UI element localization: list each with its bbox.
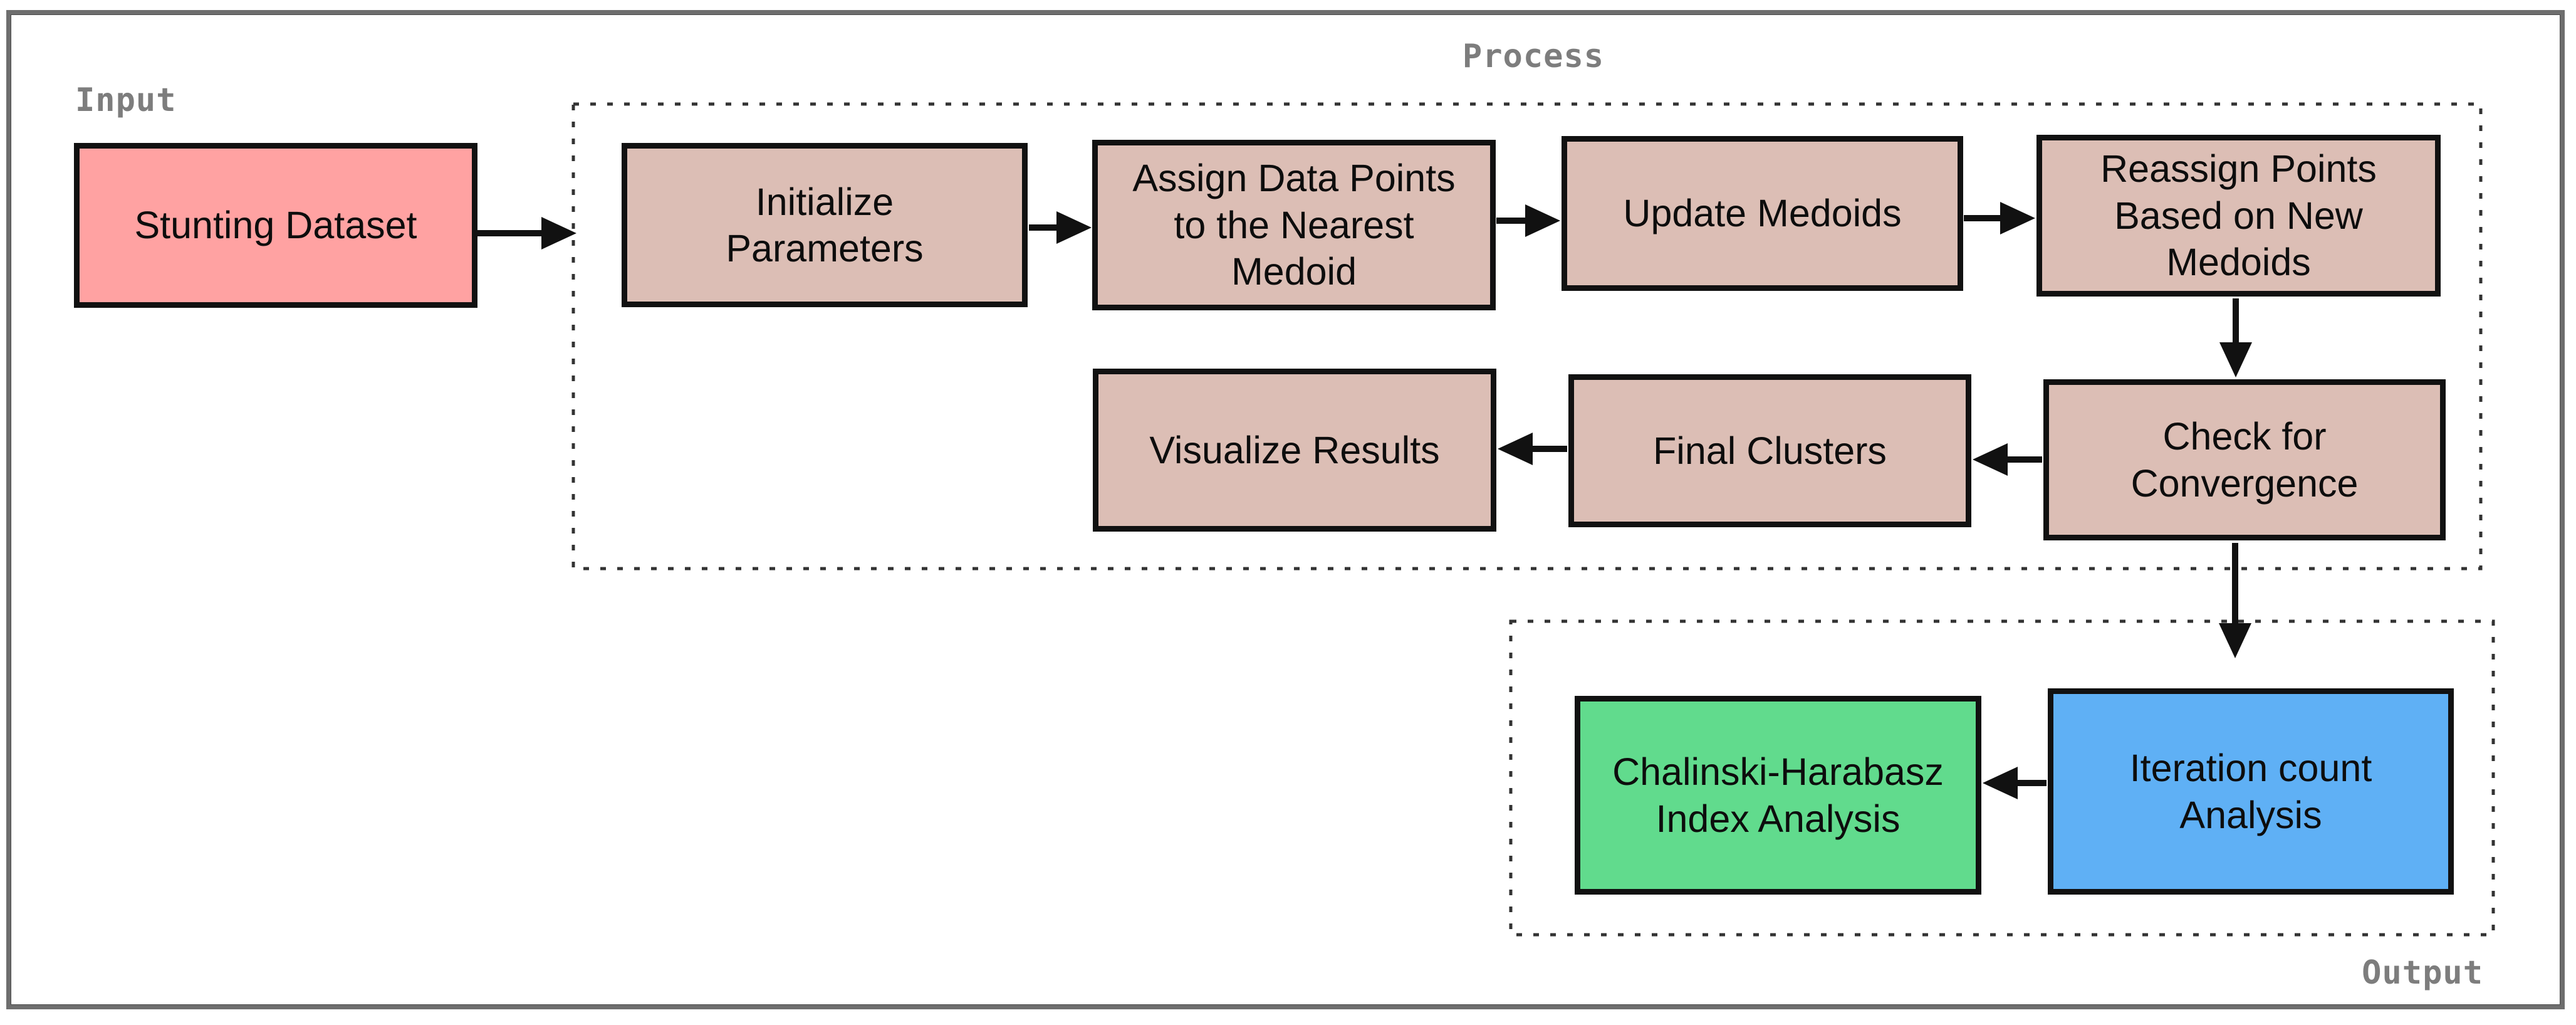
- node-initialize-parameters: Initialize Parameters: [622, 143, 1028, 307]
- node-iteration-count-label: Iteration count Analysis: [2129, 747, 2372, 836]
- arrow-shaft: [1530, 446, 1567, 452]
- arrow-iteration-to-chalinski: [1983, 767, 2047, 799]
- arrow-assign-to-update: [1496, 204, 1560, 237]
- arrow-shaft: [1029, 224, 1059, 231]
- arrow-shaft: [1964, 215, 2003, 221]
- node-chalinski-harabasz-label: Chalinski-Harabasz Index Analysis: [1612, 750, 1944, 840]
- output-group-label: Output: [2362, 954, 2483, 992]
- arrowhead-right-icon: [541, 217, 576, 250]
- arrowhead-right-icon: [1056, 211, 1092, 244]
- node-stunting-dataset-label: Stunting Dataset: [134, 204, 417, 247]
- output-group-border: [1509, 619, 2495, 937]
- input-group-label: Input: [75, 81, 177, 119]
- node-visualize-results: Visualize Results: [1093, 369, 1496, 532]
- arrow-shaft: [1496, 218, 1528, 224]
- arrow-update-to-reassign: [1964, 202, 2035, 234]
- node-check-convergence-label: Check for Convergence: [2130, 415, 2359, 505]
- arrowhead-left-icon: [1498, 433, 1533, 465]
- arrow-shaft: [477, 230, 544, 236]
- node-update-medoids-label: Update Medoids: [1623, 192, 1902, 235]
- node-update-medoids: Update Medoids: [1562, 136, 1963, 291]
- node-check-convergence: Check for Convergence: [2043, 379, 2446, 540]
- arrow-initialize-to-assign: [1029, 211, 1092, 244]
- node-iteration-count: Iteration count Analysis: [2048, 688, 2454, 895]
- arrowhead-right-icon: [1525, 204, 1560, 237]
- arrowhead-down-icon: [2219, 623, 2251, 658]
- arrowhead-right-icon: [2000, 202, 2035, 234]
- node-chalinski-harabasz: Chalinski-Harabasz Index Analysis: [1575, 696, 1981, 895]
- arrow-check-to-output: [2219, 543, 2251, 658]
- node-stunting-dataset: Stunting Dataset: [74, 143, 477, 308]
- arrow-stunting-to-initialize: [477, 217, 576, 250]
- node-visualize-results-label: Visualize Results: [1149, 428, 1440, 471]
- arrowhead-left-icon: [1973, 443, 2008, 476]
- arrow-shaft: [2233, 298, 2239, 345]
- node-reassign-points-label: Reassign Points Based on New Medoids: [2100, 147, 2377, 284]
- output-dashed-rect: [1509, 619, 2495, 937]
- arrowhead-left-icon: [1983, 767, 2018, 799]
- node-assign-data-points-label: Assign Data Points to the Nearest Medoid: [1132, 157, 1456, 293]
- arrow-final-to-visualize: [1498, 433, 1567, 465]
- node-reassign-points: Reassign Points Based on New Medoids: [2036, 135, 2441, 297]
- arrow-check-to-final: [1973, 443, 2042, 476]
- node-assign-data-points: Assign Data Points to the Nearest Medoid: [1092, 140, 1496, 310]
- arrow-shaft: [2232, 543, 2238, 626]
- node-initialize-parameters-label: Initialize Parameters: [726, 180, 924, 270]
- arrowhead-down-icon: [2219, 342, 2252, 377]
- process-group-label: Process: [1462, 38, 1605, 75]
- arrow-shaft: [2005, 456, 2042, 463]
- arrow-shaft: [2015, 780, 2047, 786]
- node-final-clusters: Final Clusters: [1568, 374, 1971, 527]
- outer-frame: [6, 10, 2565, 1009]
- node-final-clusters-label: Final Clusters: [1653, 429, 1887, 472]
- arrow-reassign-to-check: [2219, 298, 2252, 377]
